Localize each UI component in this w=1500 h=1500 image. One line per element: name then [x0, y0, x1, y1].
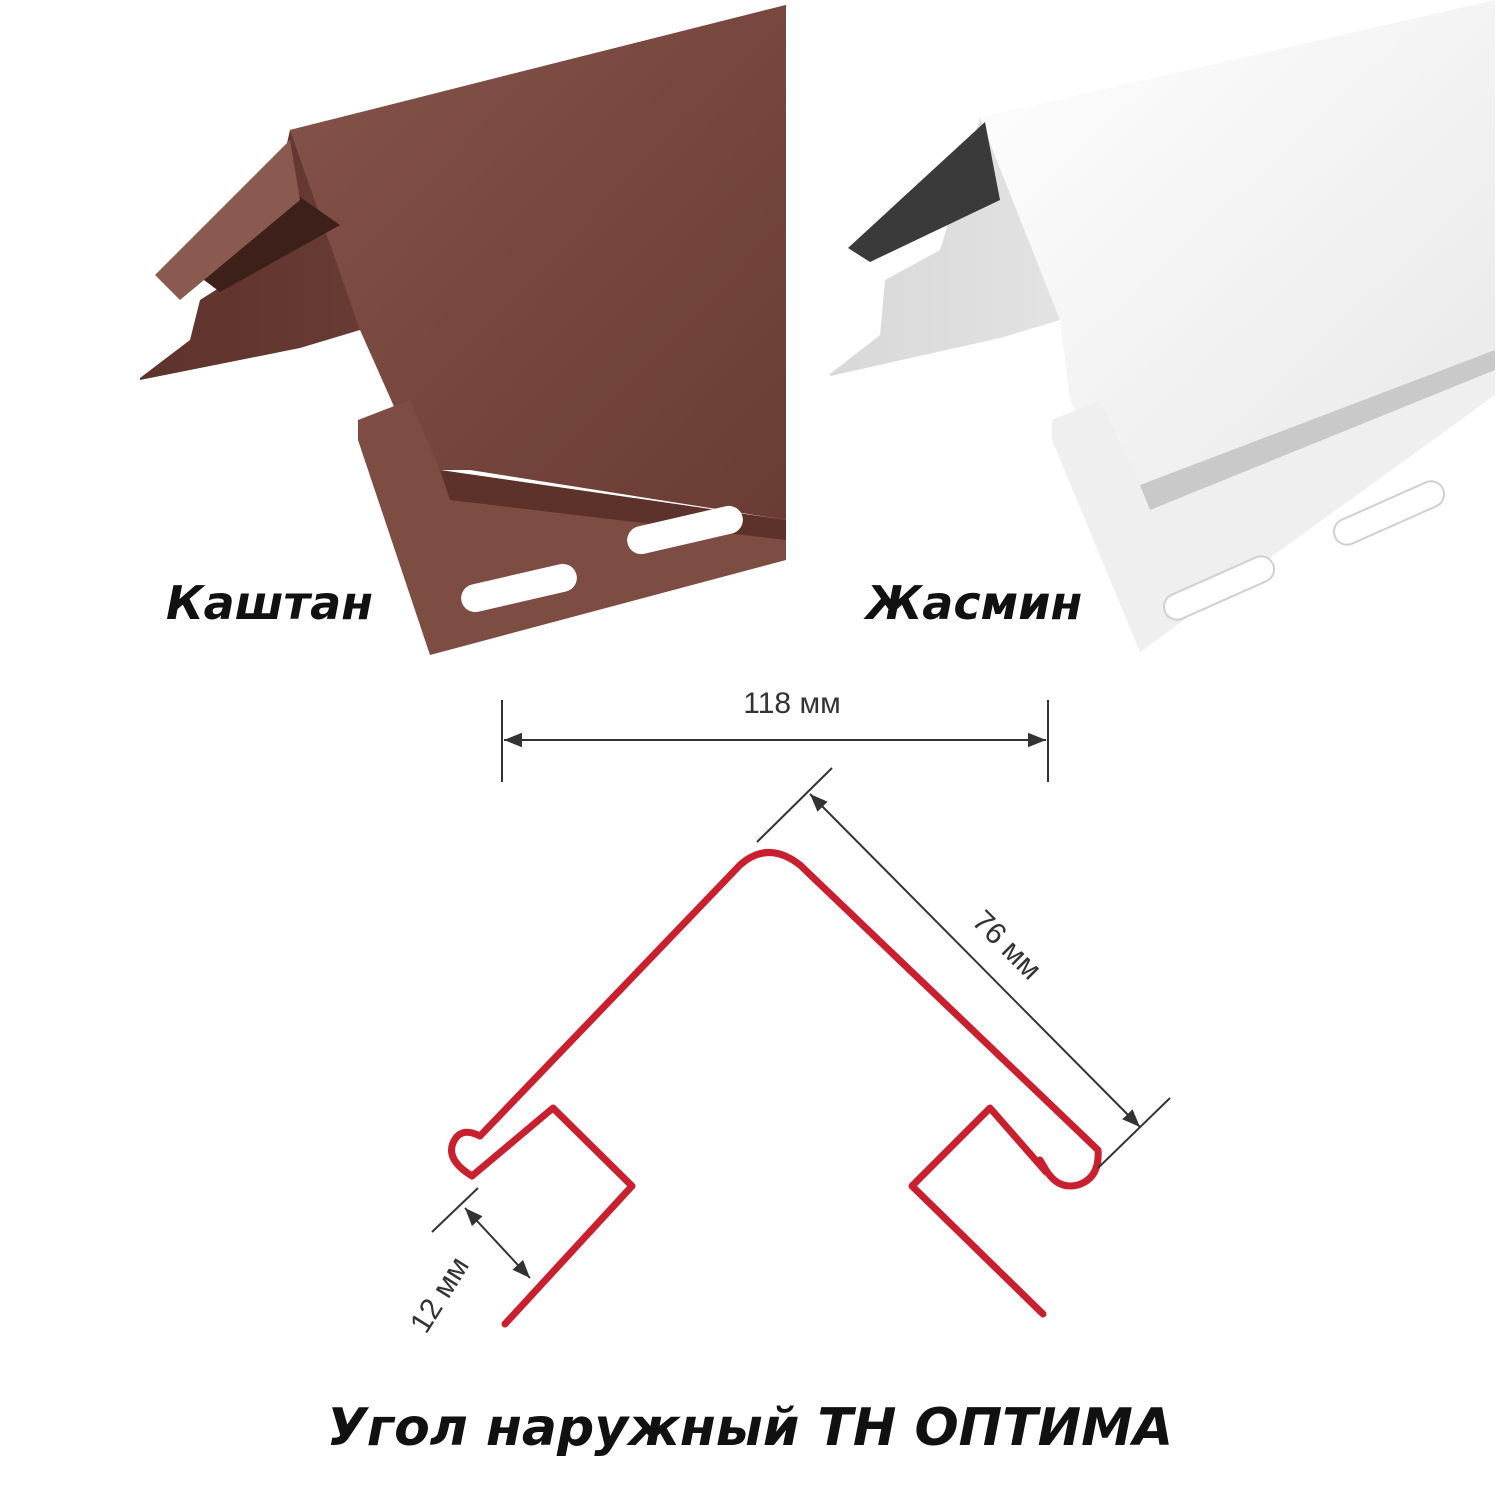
dimension-flange-label: 76 мм: [966, 904, 1048, 986]
profile-cross-section: [448, 849, 1102, 1328]
dimension-width-label: 118 мм: [743, 687, 840, 720]
dimension-channel-label: 12 мм: [404, 1251, 476, 1339]
product-image-jasmine: [830, 0, 1495, 652]
product-image-chestnut: [140, 5, 786, 655]
dimension-flange: 76 мм: [756, 767, 1171, 1169]
nail-slots-jasmine: [1162, 480, 1446, 621]
color-name-jasmine: Жасмин: [866, 576, 1083, 630]
dimension-width: 118 мм: [501, 687, 1049, 782]
nail-slots-chestnut: [461, 505, 743, 613]
product-title: Угол наружный ТН ОПТИМА: [326, 1398, 1174, 1458]
color-name-chestnut: Каштан: [166, 576, 373, 630]
